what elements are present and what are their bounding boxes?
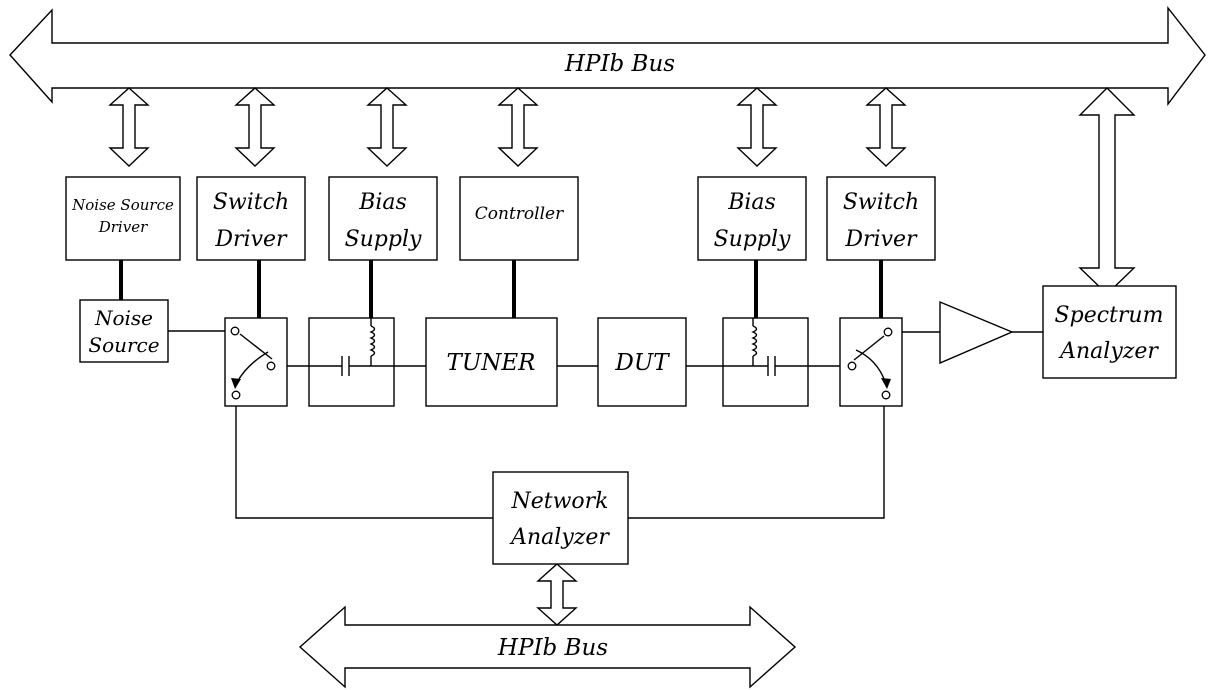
svg-text:Bias: Bias xyxy=(358,190,407,215)
svg-text:Supply: Supply xyxy=(345,227,422,252)
bus-connector-bias-right xyxy=(736,87,778,167)
box-bias-supply-left: Bias Supply xyxy=(328,176,438,261)
switch-right xyxy=(839,317,903,407)
box-switch-driver-right: Switch Driver xyxy=(826,176,936,261)
top-bus-arrow xyxy=(9,5,1206,107)
box-noise-source: Noise Source xyxy=(79,299,169,363)
svg-text:Driver: Driver xyxy=(214,227,288,252)
svg-text:Spectrum: Spectrum xyxy=(1055,303,1164,328)
box-noise-source-driver: Noise Source Driver xyxy=(65,176,181,261)
svg-text:Bias: Bias xyxy=(727,190,776,215)
box-controller: Controller xyxy=(459,176,579,261)
bottom-hpib-bus: HPIb Bus xyxy=(298,605,797,689)
svg-text:Analyzer: Analyzer xyxy=(509,525,610,550)
bus-connector-spectrum xyxy=(1078,87,1136,295)
svg-text:Supply: Supply xyxy=(714,227,791,252)
amplifier-triangle xyxy=(939,300,1014,365)
box-network-analyzer: Network Analyzer xyxy=(492,471,629,565)
control-lines xyxy=(119,260,883,318)
svg-text:DUT: DUT xyxy=(614,350,670,376)
box-switch-driver-left: Switch Driver xyxy=(196,176,306,261)
box-spectrum-analyzer: Spectrum Analyzer xyxy=(1042,285,1177,379)
bias-tee-right xyxy=(722,317,809,407)
switch-left xyxy=(224,317,288,407)
bus-connector-switch-right xyxy=(865,87,907,167)
bus-connector-controller xyxy=(497,87,539,167)
box-tuner: TUNER xyxy=(425,317,558,407)
bias-tee-left xyxy=(308,317,395,407)
svg-text:Switch: Switch xyxy=(843,190,919,215)
svg-text:Noise: Noise xyxy=(94,306,153,330)
svg-text:Controller: Controller xyxy=(475,204,564,224)
bus-connector-switch-left xyxy=(234,87,276,167)
top-hpib-bus: HPIb Bus xyxy=(9,5,1206,107)
svg-text:TUNER: TUNER xyxy=(447,350,536,376)
bottom-bus-label: HPIb Bus xyxy=(497,635,608,661)
bus-connector-network xyxy=(536,563,578,626)
svg-text:Network: Network xyxy=(510,489,608,514)
svg-text:Driver: Driver xyxy=(844,227,918,252)
svg-text:Switch: Switch xyxy=(213,190,289,215)
top-bus-label: HPIb Bus xyxy=(564,51,675,77)
bus-connector-noise-driver xyxy=(108,87,150,167)
svg-text:Noise Source: Noise Source xyxy=(71,196,174,214)
svg-text:Analyzer: Analyzer xyxy=(1058,339,1159,364)
bottom-bus-arrow xyxy=(298,605,797,689)
svg-text:Driver: Driver xyxy=(98,218,148,236)
box-dut: DUT xyxy=(597,317,687,407)
bus-connector-bias-left xyxy=(366,87,408,167)
svg-text:Source: Source xyxy=(88,333,159,357)
box-bias-supply-right: Bias Supply xyxy=(697,176,807,261)
